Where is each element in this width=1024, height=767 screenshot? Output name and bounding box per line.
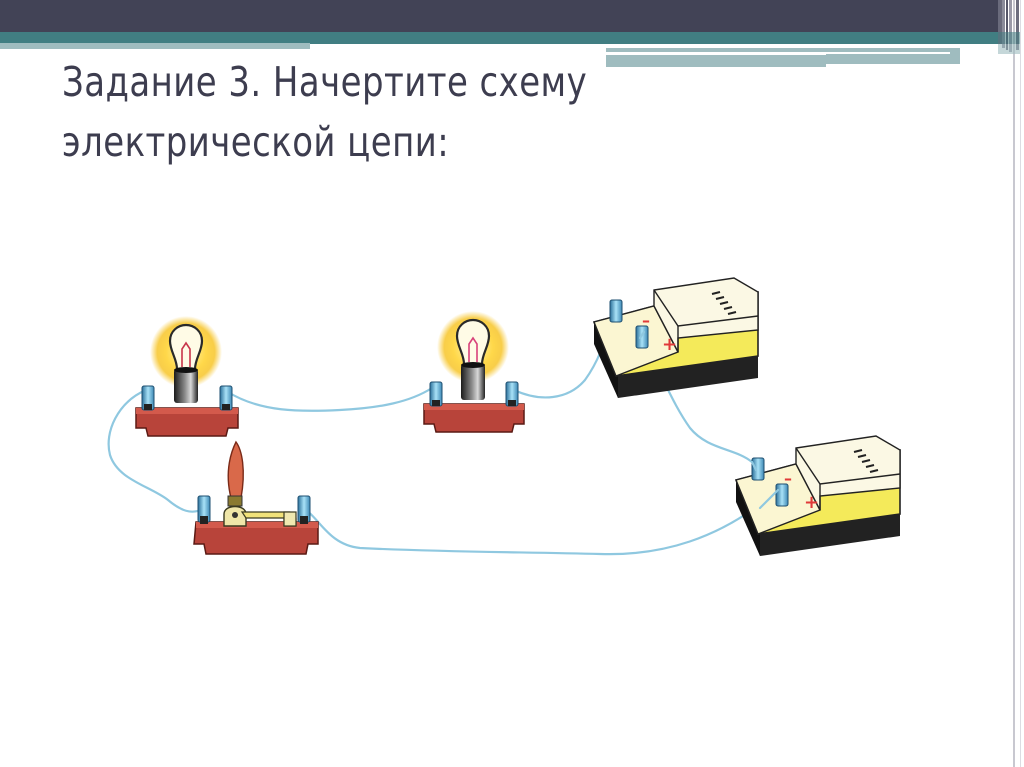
lamp-bulb bbox=[168, 323, 204, 371]
battery-terminal-plus bbox=[635, 325, 649, 349]
wire-lamp1-switch bbox=[107, 388, 206, 513]
battery-bottom bbox=[736, 480, 900, 556]
lamp-filament bbox=[468, 336, 478, 362]
header-band-light-left bbox=[0, 43, 310, 49]
header-band-teal bbox=[0, 32, 1000, 44]
header-band-light-top bbox=[606, 48, 960, 54]
title-line-2: электрической цепи: bbox=[62, 118, 450, 166]
header-band-light-right bbox=[826, 54, 960, 64]
title-line-1: Задание 3. Начертите схему bbox=[62, 58, 588, 106]
battery-terminal-minus bbox=[609, 299, 623, 323]
lamp-socket bbox=[461, 364, 485, 400]
battery-bottom bbox=[594, 322, 758, 398]
edge-stripes bbox=[998, 0, 1024, 767]
lamp-socket bbox=[174, 369, 198, 403]
lamp-1-base bbox=[135, 385, 239, 437]
battery-1: – + bbox=[592, 277, 759, 398]
battery-2: – + bbox=[734, 435, 901, 556]
header-band-light-mid bbox=[606, 54, 826, 67]
battery-plus-label: + bbox=[804, 492, 819, 513]
battery-terminal-minus bbox=[751, 457, 765, 481]
battery-minus-label: – bbox=[642, 311, 650, 330]
lamp-filament bbox=[181, 341, 191, 367]
battery-minus-label: – bbox=[784, 469, 792, 488]
wire-switch-battery2 bbox=[304, 488, 780, 556]
battery-terminal-plus bbox=[775, 483, 789, 507]
battery-plus-label: + bbox=[662, 334, 677, 355]
switch-handle bbox=[227, 440, 244, 499]
slide-title: Задание 3. Начертите схему электрической… bbox=[62, 52, 782, 172]
header-band-dark bbox=[0, 0, 1000, 32]
lamp-2-base bbox=[423, 381, 525, 433]
header-white-line bbox=[606, 52, 950, 55]
lamp-2 bbox=[437, 311, 509, 400]
switch-contact bbox=[283, 511, 297, 527]
wire-lamp1-lamp2 bbox=[226, 386, 434, 412]
switch bbox=[193, 440, 319, 555]
lamp-1 bbox=[150, 316, 222, 403]
switch-base bbox=[193, 521, 319, 555]
lamp-bulb bbox=[455, 318, 491, 366]
